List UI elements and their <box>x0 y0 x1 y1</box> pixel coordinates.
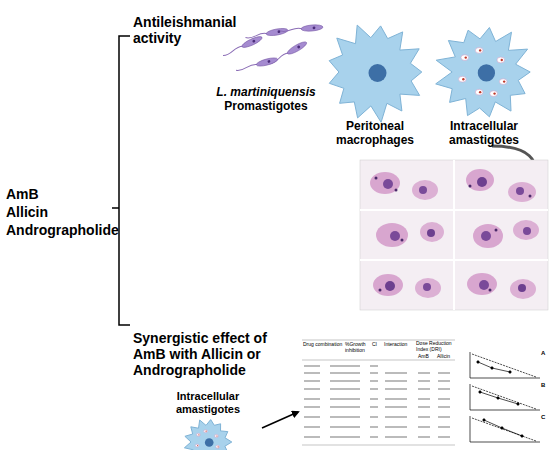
amastigote <box>499 79 507 85</box>
amastigote-nucleus <box>503 80 505 82</box>
amastigote-nucleus <box>216 435 217 436</box>
amastigote <box>459 76 467 82</box>
compound-name: AmB <box>6 186 116 202</box>
amastigote-nucleus <box>493 92 495 94</box>
panel-letter: C <box>541 414 549 421</box>
node-text-group: Intracellular amastigotes <box>158 390 258 415</box>
amastigote-nucleus <box>198 434 199 435</box>
amastigote <box>490 91 498 97</box>
panel-letter: A <box>541 350 549 357</box>
macrophage-cell <box>436 28 531 117</box>
table-header: CI <box>372 342 382 348</box>
amastigote-nucleus <box>197 445 198 446</box>
table-header: Dose Reduction Index (DRI) <box>416 341 454 353</box>
cell-illustration: Peritoneal macrophages <box>318 22 432 144</box>
node-label: L. martiniquensis <box>192 86 340 100</box>
node-text-group: L. martiniquensisPromastigotes <box>192 86 340 114</box>
amastigote <box>497 57 505 63</box>
section-heading: Synergistic effect of AmB with Allicin o… <box>133 330 273 378</box>
panel-letter: B <box>541 382 549 389</box>
amastigote-nucleus <box>465 56 467 58</box>
nucleus <box>205 438 214 447</box>
node-label: Intracellular amastigotes <box>158 390 258 415</box>
table-header: Drug combination <box>303 342 343 348</box>
arrow <box>262 412 298 428</box>
table-header: %Growth inhibition <box>345 342 371 354</box>
node-label: Promastigotes <box>192 100 340 114</box>
macrophage-cell <box>184 420 231 450</box>
isobologram <box>470 352 540 442</box>
amastigote <box>214 435 218 438</box>
promastigote <box>280 24 323 34</box>
amastigote <box>461 55 469 61</box>
table-header: AmB <box>418 354 434 360</box>
node-text-group: Peritoneal macrophages <box>318 120 432 148</box>
promastigote <box>222 35 264 59</box>
amastigote <box>204 430 208 433</box>
cell-illustration: Intracellular amastigotes <box>428 22 540 144</box>
table-header: Interaction <box>384 342 414 348</box>
amastigote-nucleus <box>205 431 206 432</box>
amastigote <box>196 433 200 436</box>
amastigote-nucleus <box>217 446 218 447</box>
micrograph <box>360 160 548 310</box>
macrophage-cell <box>329 25 422 122</box>
node-label: Peritoneal macrophages <box>318 120 432 148</box>
compound-name: Andrographolide <box>6 222 118 238</box>
amastigote <box>216 445 220 448</box>
node-label: Intracellular amastigotes <box>428 120 540 148</box>
amastigote-nucleus <box>462 78 464 80</box>
promastigote <box>235 56 278 73</box>
amastigote-nucleus <box>479 91 481 93</box>
nucleus <box>478 64 495 81</box>
table-header: Allicin <box>437 354 455 360</box>
result-table <box>302 340 455 445</box>
promastigote <box>245 27 288 40</box>
amastigote-nucleus <box>479 49 481 51</box>
amastigote-nucleus <box>501 59 503 61</box>
nucleus <box>369 64 387 82</box>
compound-name: Allicin <box>6 204 116 220</box>
amastigote <box>195 444 199 447</box>
amastigote <box>475 89 483 95</box>
amastigote <box>475 48 483 54</box>
bracket <box>112 36 130 325</box>
cell-illustration: Intracellular amastigotes <box>158 390 258 450</box>
node-text-group: Intracellular amastigotes <box>428 120 540 148</box>
section-heading: Antileishmanial activity <box>133 14 243 46</box>
